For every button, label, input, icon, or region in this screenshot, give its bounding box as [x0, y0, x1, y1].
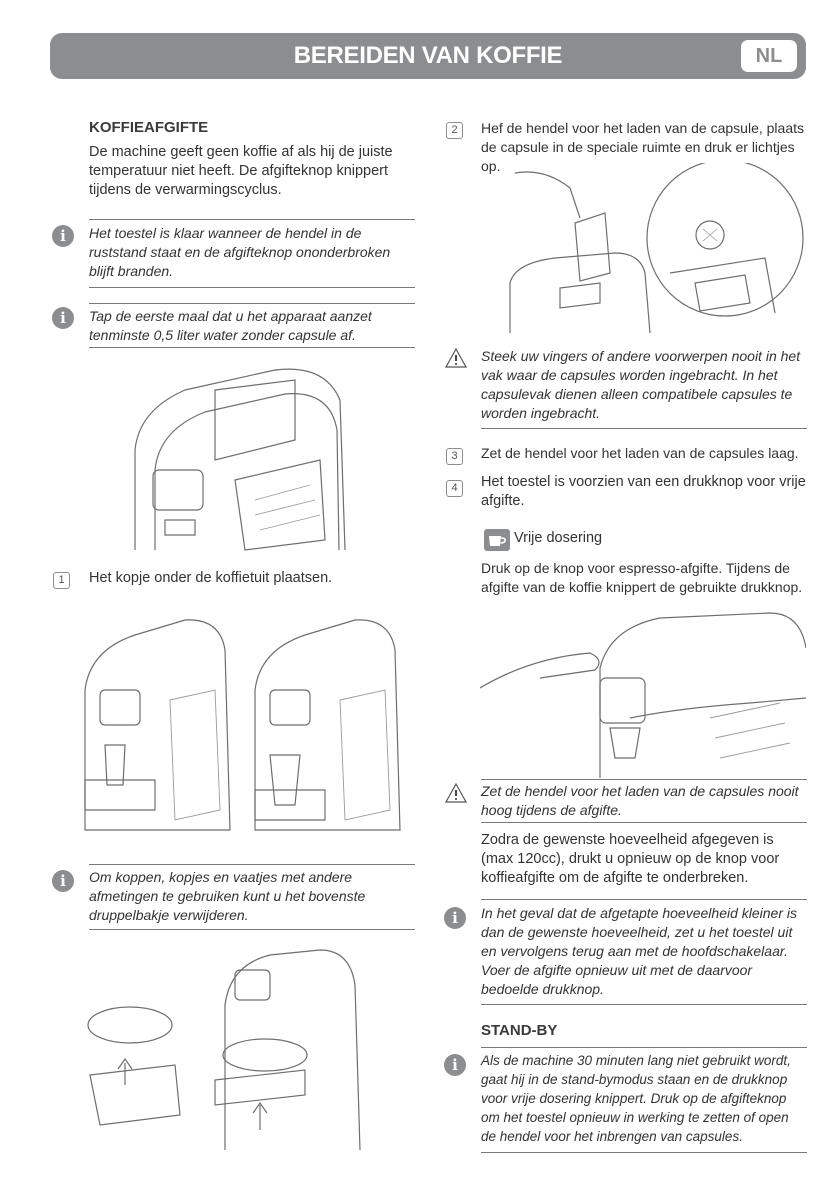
- step-number: 4: [446, 480, 463, 497]
- section-title-koffieafgifte: KOFFIEAFGIFTE: [89, 119, 209, 136]
- info-icon: i: [444, 907, 466, 929]
- divider: [89, 303, 415, 304]
- info-icon: i: [444, 1054, 466, 1076]
- divider: [89, 347, 415, 348]
- step-number: 3: [446, 448, 463, 465]
- language-badge: NL: [741, 40, 797, 72]
- note-first-use: Tap de eerste maal dat u het apparaat aa…: [89, 308, 372, 343]
- divider: [89, 929, 415, 930]
- info-icon: i: [52, 307, 74, 329]
- divider: [89, 287, 415, 288]
- warning-icon: [444, 782, 468, 803]
- divider: [481, 428, 807, 429]
- note-restart: In het geval dat de afgetapte hoeveelhei…: [481, 905, 798, 997]
- step-2-text: Hef de hendel voor het laden van de caps…: [481, 120, 805, 174]
- step-1-text: Het kopje onder de koffietuit plaatsen.: [89, 570, 333, 586]
- divider: [481, 899, 807, 900]
- step-number: 2: [446, 122, 463, 139]
- cup-placement-illustration: [84, 619, 401, 831]
- info-icon: i: [52, 225, 74, 247]
- cup-icon: [484, 529, 510, 551]
- stop-text: Zodra de gewenste hoeveelheid afgegeven …: [481, 832, 780, 886]
- note-ready: Het toestel is klaar wanneer de hendel i…: [89, 225, 391, 279]
- page-title: BEREIDEN VAN KOFFIE: [293, 42, 563, 69]
- drip-tray-illustration: [87, 949, 361, 1151]
- dosing-label: Vrije dosering: [514, 530, 603, 546]
- divider: [481, 1004, 807, 1005]
- press-button-illustration: [480, 612, 806, 778]
- note-drip-tray: Om koppen, kopjes en vaatjes met andere …: [89, 869, 366, 923]
- machine-illustration: [134, 368, 346, 551]
- divider: [481, 1047, 807, 1048]
- divider: [481, 779, 807, 780]
- divider: [481, 822, 807, 823]
- divider: [481, 1152, 807, 1153]
- section-title-standby: STAND-BY: [481, 1022, 558, 1039]
- divider: [89, 864, 415, 865]
- info-icon: i: [52, 870, 74, 892]
- step-number: 1: [53, 572, 70, 589]
- note-standby: Als de machine 30 minuten lang niet gebr…: [481, 1053, 791, 1144]
- warning-lever: Zet de hendel voor het laden van de caps…: [481, 783, 799, 818]
- step-3-text: Zet de hendel voor het laden van de caps…: [481, 445, 799, 461]
- capsule-insert-illustration: [509, 163, 804, 333]
- intro-paragraph: De machine geeft geen koffie af als hij …: [89, 144, 393, 198]
- step-4-text: Het toestel is voorzien van een drukknop…: [481, 474, 806, 509]
- dosing-text: Druk op de knop voor espresso-afgifte. T…: [481, 560, 803, 595]
- divider: [89, 219, 415, 220]
- warning-icon: [444, 347, 468, 368]
- warning-capsule-slot: Steek uw vingers of andere voorwerpen no…: [481, 348, 801, 421]
- page-header: BEREIDEN VAN KOFFIE NL: [50, 33, 806, 79]
